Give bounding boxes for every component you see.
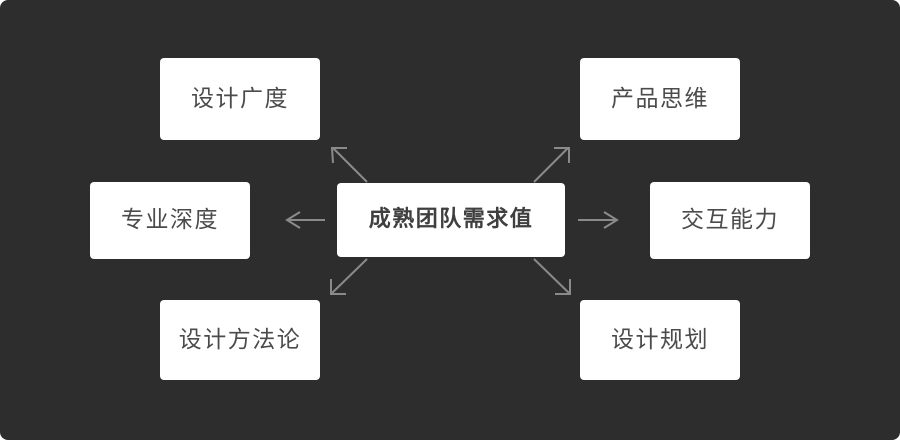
node-label: 成熟团队需求值 (368, 207, 534, 232)
node-professional-depth[interactable]: 专业深度 (90, 182, 250, 259)
arrow-down-right (533, 258, 571, 295)
node-label: 交互能力 (681, 207, 779, 233)
node-label: 设计广度 (191, 85, 289, 112)
arrow-left (285, 211, 325, 229)
node-design-methodology[interactable]: 设计方法论 (160, 300, 320, 380)
node-label: 设计方法论 (178, 326, 302, 353)
node-label: 产品思维 (611, 85, 709, 112)
node-product-thinking[interactable]: 产品思维 (580, 58, 740, 140)
node-design-breadth[interactable]: 设计广度 (160, 58, 320, 140)
arrow-up-left (330, 147, 368, 183)
node-label: 设计规划 (611, 326, 709, 353)
node-interaction-ability[interactable]: 交互能力 (650, 182, 810, 259)
arrow-down-left (330, 258, 368, 295)
arrow-right (578, 211, 619, 229)
node-design-planning[interactable]: 设计规划 (580, 300, 740, 380)
arrow-up-right (533, 147, 570, 183)
node-center-team-requirement[interactable]: 成熟团队需求值 (337, 183, 565, 257)
node-label: 专业深度 (121, 207, 219, 233)
